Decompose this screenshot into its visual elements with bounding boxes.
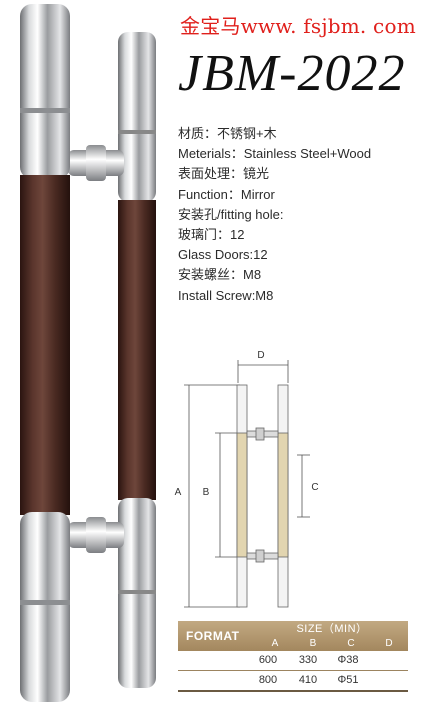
size-header: SIZE（MIN） bbox=[296, 623, 368, 635]
product-photo bbox=[20, 4, 156, 702]
column-header-a: A bbox=[271, 638, 279, 649]
table-cell: 410 bbox=[298, 674, 318, 686]
dimension-label-d: D bbox=[257, 350, 264, 361]
spec-line: Function：Mirror bbox=[178, 186, 275, 202]
column-header-c: C bbox=[347, 638, 355, 649]
spec-line: Install Screw:M8 bbox=[178, 287, 274, 303]
dimension-drawing: D A B C bbox=[175, 350, 319, 608]
dimension-label-c: C bbox=[311, 482, 318, 493]
standoff-top bbox=[68, 145, 124, 181]
spec-line: 安装螺丝：M8 bbox=[178, 267, 262, 283]
spec-line: 玻璃门：12 bbox=[178, 227, 245, 243]
table-cell bbox=[368, 651, 408, 670]
table-cell bbox=[368, 671, 408, 690]
back-bar bbox=[118, 32, 156, 688]
site-title: 金宝马www. fsjbm. com bbox=[180, 14, 416, 38]
spec-line: 材质：不锈钢+木 bbox=[178, 126, 277, 141]
column-header-d: D bbox=[385, 638, 393, 649]
dimension-label-b: B bbox=[203, 487, 210, 498]
dimension-label-a: A bbox=[175, 487, 182, 498]
front-bar bbox=[20, 4, 70, 702]
spec-line: Glass Doors:12 bbox=[178, 247, 268, 263]
column-header-b: B bbox=[309, 638, 317, 649]
spec-line: 安装孔/fitting hole: bbox=[178, 206, 284, 222]
table-cell: 600 bbox=[258, 654, 278, 666]
spec-line: 表面处理：镜光 bbox=[178, 166, 270, 182]
table-row: 800 410 Φ51 bbox=[178, 671, 408, 692]
table-cell: 800 bbox=[258, 674, 278, 686]
size-table: FORMAT SIZE（MIN） A B C D 600 330 Φ38 800… bbox=[178, 621, 408, 692]
spec-line: Meterials：Stainless Steel+Wood bbox=[178, 146, 372, 162]
spec-list: 材质：不锈钢+木 Meterials：Stainless Steel+Wood … bbox=[178, 124, 371, 306]
table-cell: Φ38 bbox=[337, 654, 359, 666]
table-cell: Φ51 bbox=[337, 674, 359, 686]
model-number: JBM-2022 bbox=[178, 45, 406, 102]
table-row: 600 330 Φ38 bbox=[178, 651, 408, 671]
standoff-bottom bbox=[68, 517, 124, 553]
table-cell: 330 bbox=[298, 654, 318, 666]
format-header: FORMAT bbox=[186, 629, 240, 643]
size-table-header: FORMAT SIZE（MIN） A B C D bbox=[178, 621, 408, 651]
